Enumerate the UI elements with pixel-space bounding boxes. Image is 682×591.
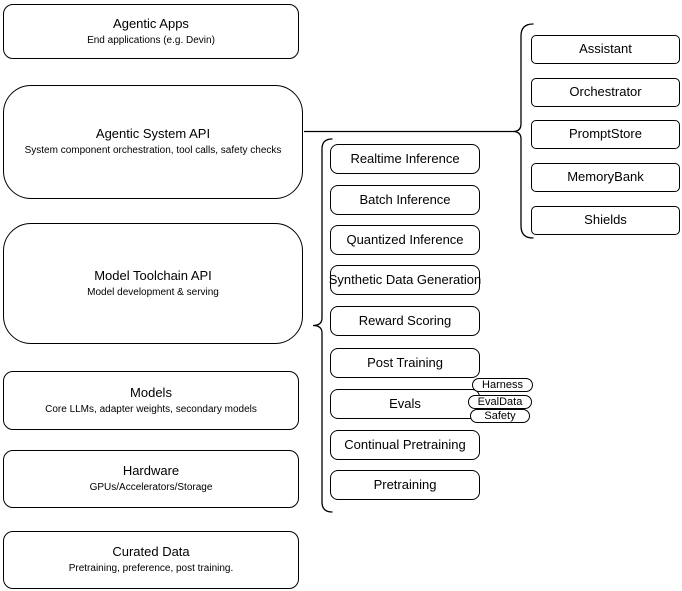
tag-safety: Safety — [470, 409, 530, 423]
node-title: Model Toolchain API — [94, 267, 212, 283]
node-curated-data: Curated Data Pretraining, preference, po… — [3, 531, 299, 589]
node-evals: Evals — [330, 389, 480, 419]
node-title: Models — [130, 384, 172, 400]
node-realtime-inference: Realtime Inference — [330, 144, 480, 174]
node-subtitle: System component orchestration, tool cal… — [24, 145, 282, 157]
node-orchestrator: Orchestrator — [531, 78, 680, 107]
node-shields: Shields — [531, 206, 680, 235]
node-quantized-inference: Quantized Inference — [330, 225, 480, 255]
node-models: Models Core LLMs, adapter weights, secon… — [3, 371, 299, 430]
node-reward-scoring: Reward Scoring — [330, 306, 480, 336]
node-title: Agentic Apps — [113, 15, 189, 31]
toolchain-bracket — [312, 138, 333, 513]
node-synthetic-data-generation: Synthetic Data Generation — [329, 265, 481, 295]
system-components-bracket — [512, 23, 534, 239]
node-subtitle: GPUs/Accelerators/Storage — [89, 482, 213, 494]
node-agentic-system-api: Agentic System API System component orch… — [3, 85, 303, 199]
node-subtitle: Model development & serving — [87, 286, 219, 298]
node-batch-inference: Batch Inference — [330, 185, 480, 215]
node-agentic-apps: Agentic Apps End applications (e.g. Devi… — [3, 4, 299, 59]
tag-harness: Harness — [472, 378, 533, 392]
node-promptstore: PromptStore — [531, 120, 680, 149]
node-assistant: Assistant — [531, 35, 680, 64]
node-subtitle: Pretraining, preference, post training. — [68, 563, 234, 575]
node-subtitle: End applications (e.g. Devin) — [87, 34, 215, 46]
node-title: Agentic System API — [95, 126, 211, 142]
node-hardware: Hardware GPUs/Accelerators/Storage — [3, 450, 299, 508]
node-memorybank: MemoryBank — [531, 163, 680, 192]
node-pretraining: Pretraining — [330, 470, 480, 500]
node-continual-pretraining: Continual Pretraining — [330, 430, 480, 460]
node-title: Curated Data — [112, 544, 190, 560]
node-post-training: Post Training — [330, 348, 480, 378]
node-subtitle: Core LLMs, adapter weights, secondary mo… — [45, 403, 257, 415]
tag-evaldata: EvalData — [468, 395, 532, 409]
node-title: Hardware — [122, 463, 180, 479]
node-model-toolchain-api: Model Toolchain API Model development & … — [3, 223, 303, 344]
